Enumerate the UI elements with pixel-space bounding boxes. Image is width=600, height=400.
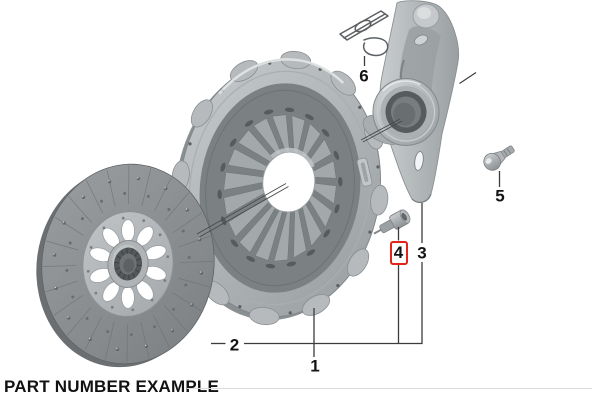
pressure-plate-drawing: [171, 50, 389, 326]
callout-6[interactable]: 6: [359, 66, 369, 85]
callout-leader-lines: [196, 56, 501, 357]
callout-1[interactable]: 1: [310, 356, 320, 376]
highlighted-callout-box: 4: [389, 240, 408, 265]
hex-bolt-drawing: [373, 209, 411, 235]
external-reference-line: [459, 72, 477, 84]
pivot-pin-drawing: [483, 145, 515, 171]
footer-caption: PART NUMBER EXAMPLE: [4, 377, 220, 396]
footer-rule: [187, 388, 592, 389]
callout-5[interactable]: 5: [495, 186, 505, 206]
clutch-disc-drawing: [36, 163, 215, 368]
retaining-clip-drawing: [339, 10, 389, 57]
callout-3[interactable]: 3: [417, 243, 427, 262]
callout-2[interactable]: 2: [227, 335, 242, 355]
callout-4[interactable]: 4: [393, 243, 404, 262]
shaft-axis-line: [196, 118, 403, 238]
